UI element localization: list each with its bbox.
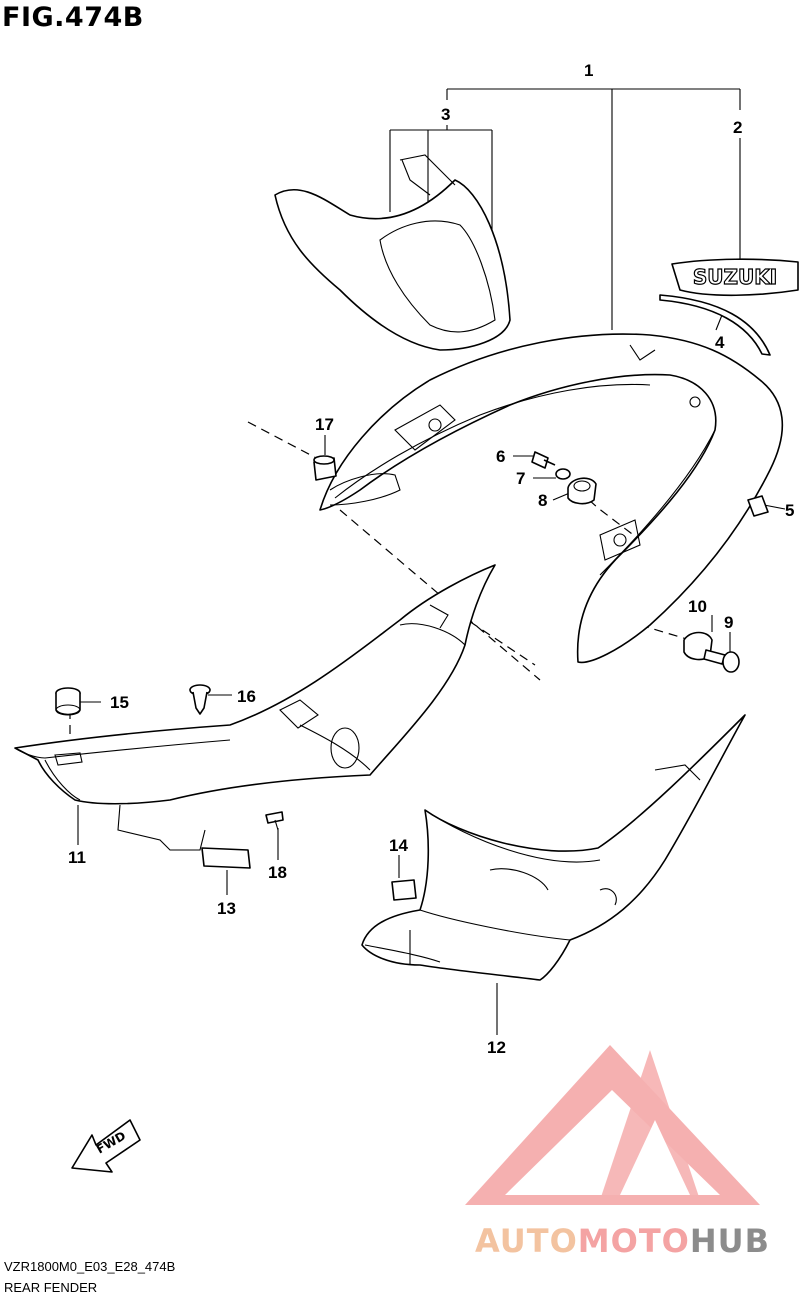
part-9-bolt xyxy=(703,649,740,673)
part-6-bolt xyxy=(531,451,556,469)
callout-13: 13 xyxy=(217,899,236,918)
callout-16: 16 xyxy=(237,687,256,706)
watermark-logo-shape xyxy=(465,1045,760,1205)
figure-title: FIG.474B xyxy=(2,2,144,33)
watermark-part3: HUB xyxy=(689,1222,771,1260)
callout-4: 4 xyxy=(715,333,725,352)
part-5-nut xyxy=(747,495,769,517)
part-1-tail-cowl xyxy=(319,333,784,664)
callout-labels: 1 2 3 4 5 6 7 8 9 10 11 12 13 14 15 16 1… xyxy=(68,61,794,1057)
callout-3: 3 xyxy=(441,105,450,124)
callout-17: 17 xyxy=(315,415,334,434)
leader-lines xyxy=(77,88,786,1035)
callout-12: 12 xyxy=(487,1038,506,1057)
part-13-pad xyxy=(201,847,251,869)
watermark-text: AUTOMOTOHUB xyxy=(475,1222,770,1260)
watermark-part1: AUTO xyxy=(475,1222,578,1260)
fwd-arrow-icon: FWD xyxy=(71,1119,141,1173)
part-18-screw xyxy=(265,811,284,831)
callout-15: 15 xyxy=(110,693,129,712)
part-2-emblem: SUZUKI xyxy=(671,258,799,297)
part-12-side-cover xyxy=(361,714,746,981)
part-7-collar xyxy=(555,468,571,480)
callout-6: 6 xyxy=(496,447,505,466)
callout-18: 18 xyxy=(268,863,287,882)
emblem-text: SUZUKI xyxy=(693,265,777,289)
part-8-cushion xyxy=(567,477,597,505)
callout-1: 1 xyxy=(584,61,593,80)
callout-8: 8 xyxy=(538,491,547,510)
part-11-rear-fender xyxy=(14,564,496,851)
diagram-code: VZR1800M0_E03_E28_474B xyxy=(4,1259,176,1274)
diagram-name: REAR FENDER xyxy=(4,1280,98,1295)
callout-7: 7 xyxy=(516,469,525,488)
part-14-pad xyxy=(391,879,417,901)
callout-11: 11 xyxy=(68,848,86,867)
callout-2: 2 xyxy=(733,118,742,137)
watermark-part2: MOTO xyxy=(577,1222,690,1260)
part-4-trim xyxy=(659,294,771,356)
callout-14: 14 xyxy=(389,836,408,855)
part-15-grommet xyxy=(55,687,81,716)
part-3-cowl xyxy=(274,154,511,351)
callout-9: 9 xyxy=(724,613,733,632)
callout-10: 10 xyxy=(688,597,707,616)
part-17-grommet xyxy=(313,455,337,481)
part-16-clip xyxy=(189,684,211,715)
callout-5: 5 xyxy=(785,501,794,520)
